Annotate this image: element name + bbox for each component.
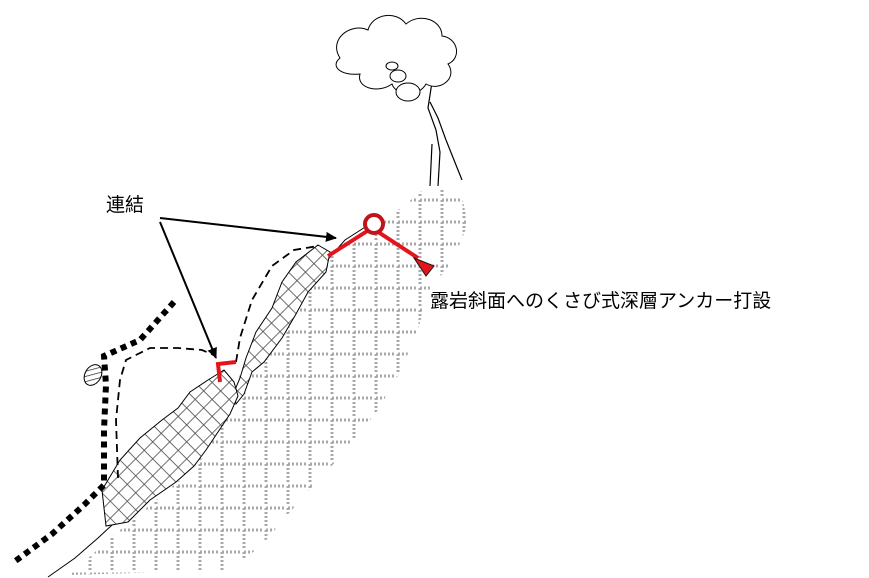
connect-arrow-down: [159, 221, 217, 359]
rock-block-upper: [233, 244, 331, 406]
rock-fragment: [83, 364, 103, 386]
anchor-description-label: 露岩斜面へのくさび式深層アンカー打設: [430, 290, 772, 312]
dotted-boundary-line: [12, 299, 177, 565]
connect-arrow-right: [159, 217, 337, 242]
crack-line-lower: [115, 347, 217, 479]
connection-anchor-hook: [215, 360, 237, 383]
person-figure: [427, 81, 463, 187]
crack-line-upper: [235, 245, 319, 363]
bedrock-mass: [70, 188, 468, 575]
rock-block-lower: [101, 369, 239, 527]
thought-bubble: [335, 15, 457, 102]
connect-label: 連結: [106, 194, 145, 216]
deep-anchor: [326, 213, 435, 277]
